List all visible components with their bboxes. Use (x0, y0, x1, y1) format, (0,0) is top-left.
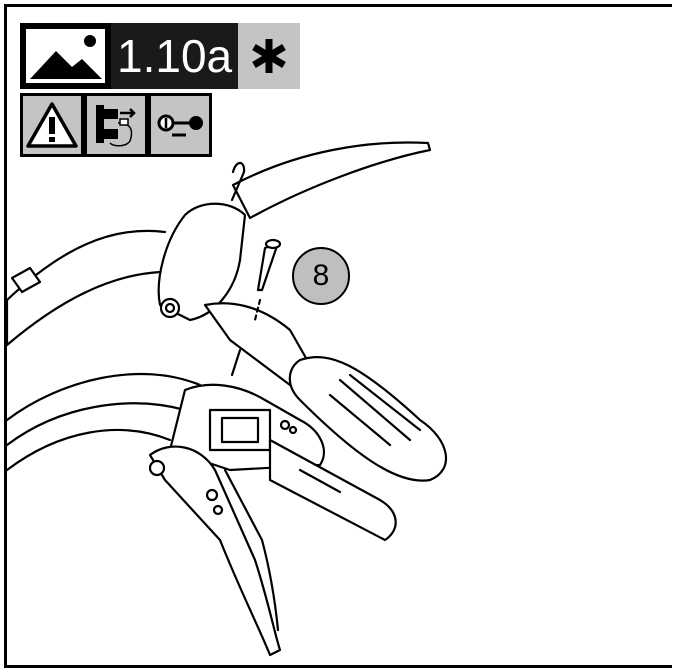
image-mountain-icon (20, 23, 111, 89)
disconnect-cable-icon (84, 93, 148, 157)
key-remove-icon (148, 93, 212, 157)
asterisk-star-icon (238, 23, 301, 89)
step-header: 1.10a (20, 23, 301, 89)
safety-icons-row (20, 93, 212, 157)
warning-icon (20, 93, 84, 157)
step-number: 1.10a (111, 23, 239, 89)
callout-number: 8 (292, 247, 350, 305)
